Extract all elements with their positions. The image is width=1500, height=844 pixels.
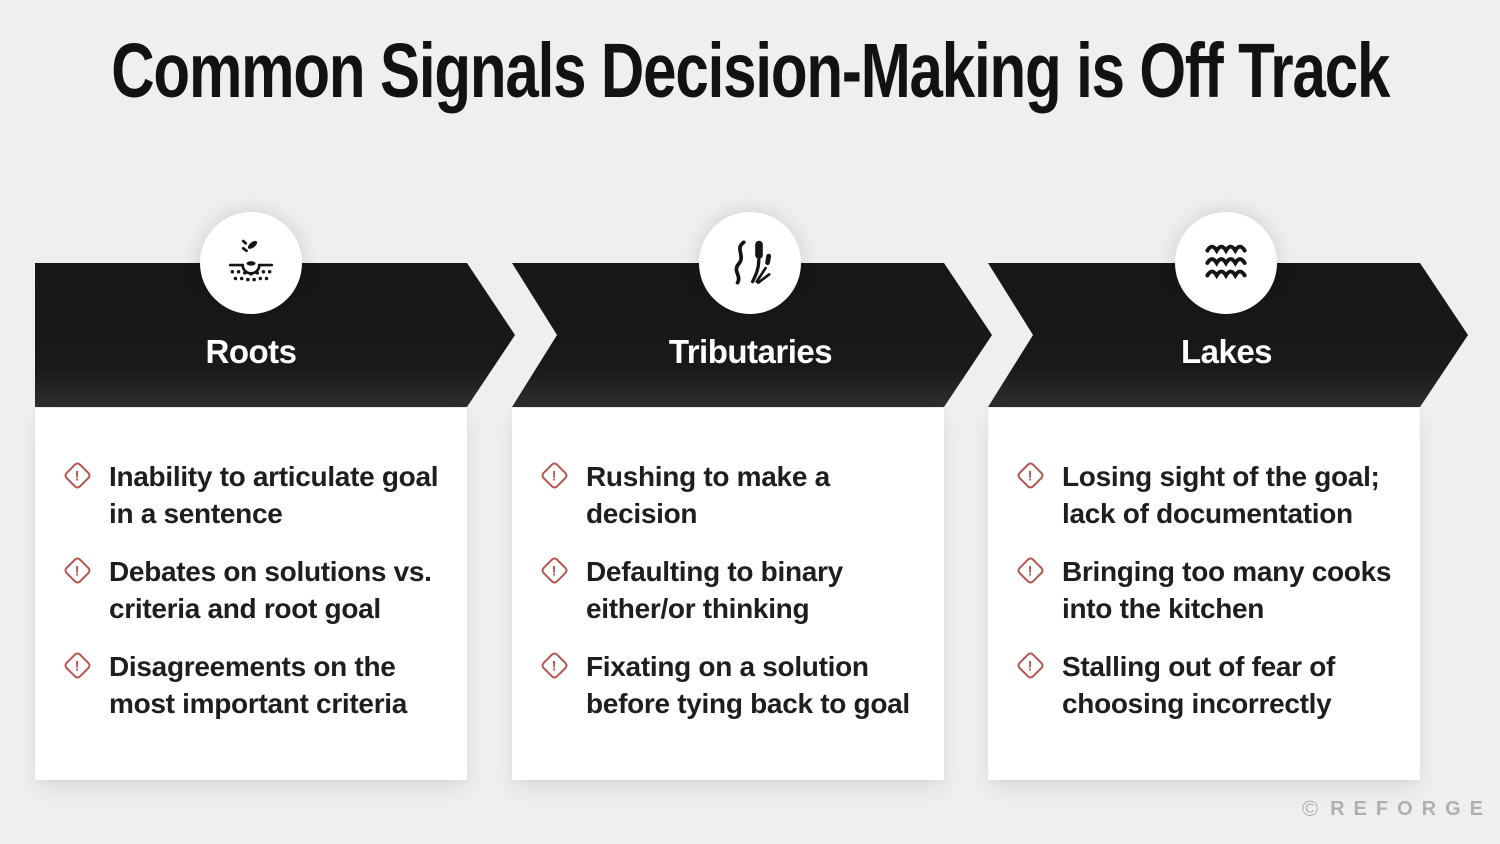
list-item: ! Stalling out of fear of choosing incor… (1015, 648, 1400, 722)
list-item-text: Defaulting to binary either/or thinking (586, 556, 843, 624)
list-item: ! Rushing to make a decision (539, 458, 924, 532)
copyright-icon: © (1301, 796, 1319, 821)
list-item: ! Bringing too many cooks into the kitch… (1015, 553, 1400, 627)
list-item-text: Losing sight of the goal; lack of docume… (1062, 461, 1380, 529)
list-item: ! Fixating on a solution before tying ba… (539, 648, 924, 722)
alert-diamond-icon: ! (62, 460, 93, 491)
cattails-river-icon (734, 240, 772, 285)
signal-list-lakes: ! Losing sight of the goal; lack of docu… (988, 408, 1420, 722)
stage-icon-circle-tributaries (699, 212, 801, 314)
list-item: ! Inability to articulate goal in a sent… (62, 458, 447, 532)
alert-diamond-icon: ! (62, 650, 93, 681)
list-item: ! Debates on solutions vs. criteria and … (62, 553, 447, 627)
stage-panel-roots: ! Inability to articulate goal in a sent… (35, 408, 467, 780)
list-item-text: Inability to articulate goal in a senten… (109, 461, 439, 529)
signal-list-tributaries: ! Rushing to make a decision ! Defaultin… (512, 408, 944, 722)
list-item-text: Bringing too many cooks into the kitchen (1062, 556, 1392, 624)
stage-panel-lakes: ! Losing sight of the goal; lack of docu… (988, 408, 1420, 780)
list-item: ! Disagreements on the most important cr… (62, 648, 447, 722)
signal-list-roots: ! Inability to articulate goal in a sent… (35, 408, 467, 722)
page-title: Common Signals Decision-Making is Off Tr… (111, 28, 1390, 114)
stage-label-tributaries: Tributaries (668, 333, 833, 370)
list-item-text: Rushing to make a decision (586, 461, 830, 529)
list-item: ! Defaulting to binary either/or thinkin… (539, 553, 924, 627)
footer-brand: © REFORGE (1302, 798, 1483, 820)
alert-diamond-icon: ! (539, 555, 570, 586)
list-item-text: Fixating on a solution before tying back… (586, 651, 910, 719)
list-item-text: Stalling out of fear of choosing incorre… (1062, 651, 1336, 719)
stage-icon-circle-roots (200, 212, 302, 314)
alert-diamond-icon: ! (1015, 555, 1046, 586)
list-item-text: Disagreements on the most important crit… (109, 651, 408, 719)
alert-diamond-icon: ! (62, 555, 93, 586)
stage-label-lakes: Lakes (1180, 333, 1273, 370)
alert-diamond-icon: ! (1015, 460, 1046, 491)
stage-label-roots: Roots (205, 333, 298, 370)
list-item-text: Debates on solutions vs. criteria and ro… (109, 556, 432, 624)
seed-in-soil-icon (228, 239, 274, 282)
alert-diamond-icon: ! (539, 460, 570, 491)
list-item: ! Losing sight of the goal; lack of docu… (1015, 458, 1400, 532)
alert-diamond-icon: ! (539, 650, 570, 681)
stage-panel-tributaries: ! Rushing to make a decision ! Defaultin… (512, 408, 944, 780)
stage-icon-circle-lakes (1175, 212, 1277, 314)
title-wrap: Common Signals Decision-Making is Off Tr… (0, 0, 1500, 116)
alert-diamond-icon: ! (1015, 650, 1046, 681)
stage-arrow-tributaries: Tributaries (512, 263, 992, 407)
brand-name: REFORGE (1330, 798, 1492, 820)
waves-icon (1205, 244, 1247, 280)
